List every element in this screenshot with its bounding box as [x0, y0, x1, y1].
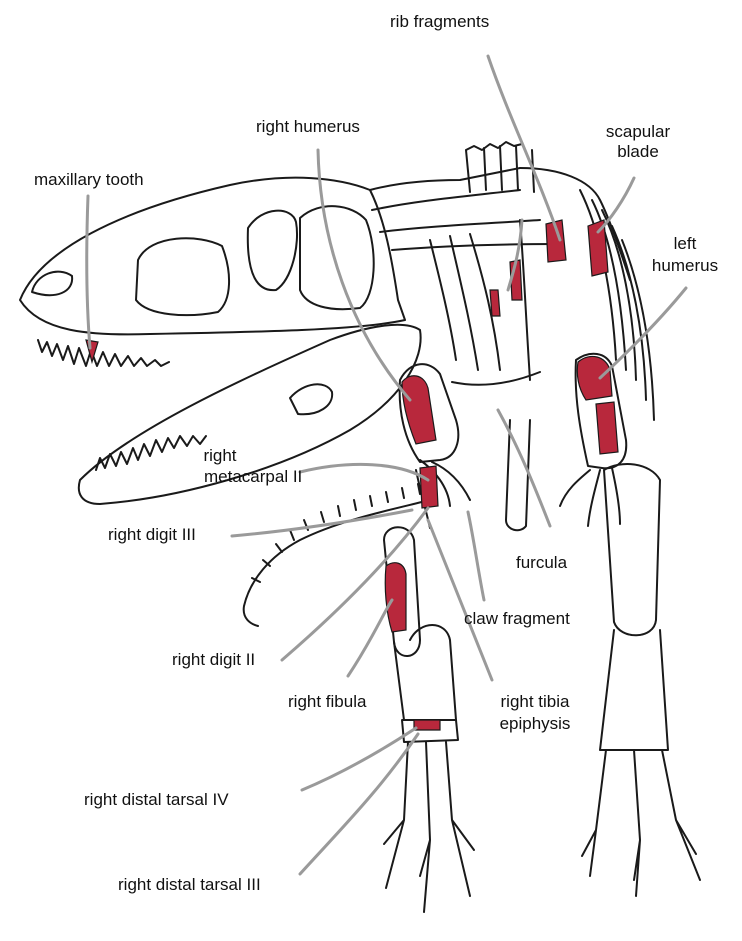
- right-fibula-bone: [385, 563, 406, 632]
- right-tibia: [394, 625, 456, 720]
- label-right-digit-iii: right digit III: [108, 525, 196, 545]
- label-right-tibia-line1: right tibia: [480, 692, 590, 712]
- leader-fibula: [348, 600, 392, 676]
- label-right-metacarpal-line1: right: [180, 446, 260, 466]
- label-right-digit-ii: right digit II: [172, 650, 255, 670]
- nasal-opening: [32, 272, 72, 295]
- left-foot: [582, 750, 700, 896]
- label-left-humerus-line1: left: [640, 234, 730, 254]
- label-right-distal-tarsal-iii: right distal tarsal III: [118, 875, 261, 895]
- mandibular-fenestra: [290, 384, 332, 414]
- leader-left-humerus: [600, 288, 686, 378]
- right-humerus-bone: [402, 376, 436, 444]
- leader-metacarpal: [300, 464, 428, 480]
- furcula-outline: [452, 372, 540, 385]
- right-tarsal-bone: [414, 720, 440, 730]
- pubis: [506, 420, 530, 530]
- neck-vertebrae: [370, 168, 560, 250]
- left-hand: [560, 468, 620, 526]
- label-claw-fragment: claw fragment: [464, 609, 570, 629]
- laterotemporal-fenestra: [300, 206, 374, 309]
- leader-lines: [87, 56, 686, 874]
- left-femur: [604, 464, 660, 635]
- rib-fragment-bone-3: [490, 290, 500, 316]
- leader-tibia: [428, 520, 492, 680]
- upper-teeth: [38, 340, 169, 366]
- label-maxillary-tooth: maxillary tooth: [34, 170, 144, 190]
- leader-maxillary: [87, 196, 90, 348]
- scapular-blade-bone: [588, 220, 608, 276]
- leader-claw: [468, 512, 484, 600]
- label-rib-fragments: rib fragments: [390, 12, 489, 32]
- label-left-humerus-line2: humerus: [640, 256, 730, 276]
- label-scapular-blade-line2: blade: [598, 142, 678, 162]
- label-right-fibula: right fibula: [288, 692, 366, 712]
- left-tibia: [600, 630, 668, 750]
- label-furcula: furcula: [516, 553, 567, 573]
- right-foot: [384, 742, 474, 912]
- label-right-humerus: right humerus: [256, 117, 360, 137]
- left-forearm-bone: [596, 402, 618, 454]
- label-right-distal-tarsal-iv: right distal tarsal IV: [84, 790, 229, 810]
- antorbital-fenestra: [136, 238, 229, 315]
- label-right-metacarpal-line2: metacarpal II: [204, 467, 302, 487]
- label-scapular-blade-line1: scapular: [598, 122, 678, 142]
- right-metacarpal-bone: [420, 466, 438, 508]
- skull-outline: [20, 178, 405, 335]
- preserved-bones: [86, 220, 618, 730]
- left-humerus-bone: [577, 356, 612, 400]
- leader-tarsal-iii: [300, 734, 418, 874]
- orbit: [248, 211, 297, 291]
- label-right-tibia-line2: epiphysis: [480, 714, 590, 734]
